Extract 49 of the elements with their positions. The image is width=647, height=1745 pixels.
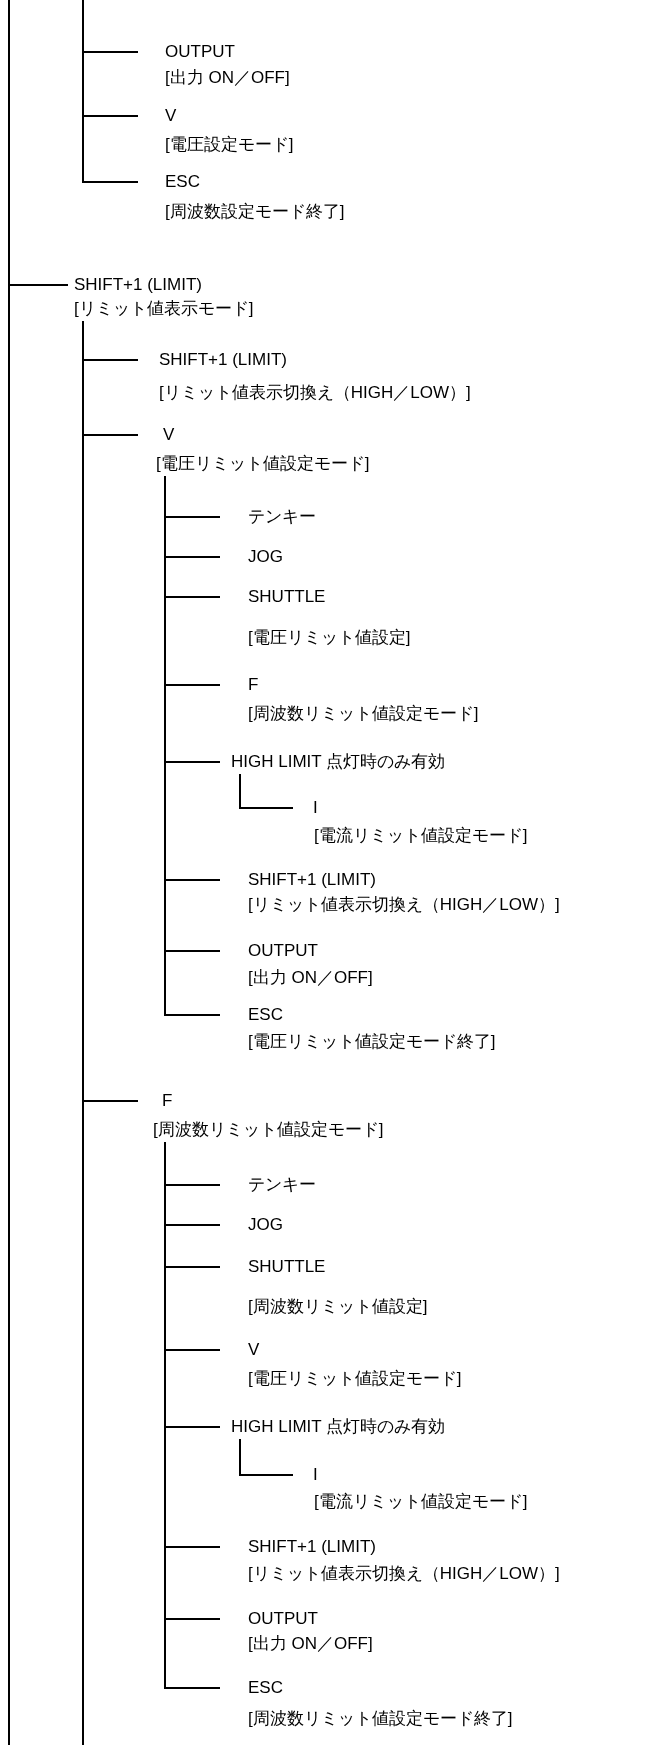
key-label: V	[163, 424, 175, 446]
key-label: SHIFT+1 (LIMIT)	[248, 869, 376, 891]
mode-description: [リミット値表示モード]	[74, 298, 254, 320]
mode-description: [電圧リミット値設定]	[248, 627, 411, 649]
mode-description: [電流リミット値設定モード]	[314, 825, 528, 847]
mode-description: [電圧リミット値設定モード]	[156, 453, 370, 475]
key-label: V	[248, 1339, 260, 1361]
connector-line	[239, 773, 294, 809]
key-label: F	[248, 674, 259, 696]
connector-line	[8, 0, 69, 286]
mode-description: [電圧リミット値設定モード終了]	[248, 1031, 496, 1053]
mode-description: [周波数リミット値設定モード]	[248, 703, 479, 725]
key-label: OUTPUT	[248, 940, 318, 962]
mode-description: [周波数リミット値設定モード]	[153, 1119, 384, 1141]
key-label: SHIFT+1 (LIMIT)	[248, 1536, 376, 1558]
key-label: OUTPUT	[165, 41, 235, 63]
mode-description: [電流リミット値設定モード]	[314, 1491, 528, 1513]
key-label: テンキー	[248, 1174, 316, 1196]
mode-description: [出力 ON／OFF]	[248, 967, 373, 989]
key-label: JOG	[248, 1214, 283, 1236]
mode-description: [リミット値表示切換え（HIGH／LOW）]	[248, 894, 560, 916]
connector-line	[82, 0, 139, 183]
key-label: テンキー	[248, 506, 316, 528]
key-label: SHIFT+1 (LIMIT)	[74, 274, 202, 296]
mode-description: [周波数リミット値設定モード終了]	[248, 1708, 513, 1730]
key-label: V	[165, 105, 177, 127]
key-label: I	[313, 1464, 318, 1486]
connector-line	[82, 320, 139, 1102]
key-label: F	[162, 1090, 173, 1112]
mode-description: [リミット値表示切換え（HIGH／LOW）]	[248, 1563, 560, 1585]
key-label: HIGH LIMIT 点灯時のみ有効	[231, 1416, 446, 1438]
connector-line	[239, 1438, 294, 1476]
mode-description: [周波数設定モード終了]	[165, 201, 345, 223]
key-label: SHIFT+1 (LIMIT)	[159, 349, 287, 371]
key-label: SHUTTLE	[248, 1256, 326, 1278]
mode-description: [電圧設定モード]	[165, 134, 294, 156]
key-label: ESC	[248, 1677, 283, 1699]
mode-description: [出力 ON／OFF]	[165, 67, 290, 89]
key-label: SHUTTLE	[248, 586, 326, 608]
key-label: ESC	[248, 1004, 283, 1026]
mode-description: [出力 ON／OFF]	[248, 1633, 373, 1655]
key-label: OUTPUT	[248, 1608, 318, 1630]
mode-description: [周波数リミット値設定]	[248, 1296, 428, 1318]
mode-description: [リミット値表示切換え（HIGH／LOW）]	[159, 382, 471, 404]
key-label: I	[313, 797, 318, 819]
mode-description: [電圧リミット値設定モード]	[248, 1368, 462, 1390]
key-label: ESC	[165, 171, 200, 193]
key-label: JOG	[248, 546, 283, 568]
key-label: HIGH LIMIT 点灯時のみ有効	[231, 751, 446, 773]
